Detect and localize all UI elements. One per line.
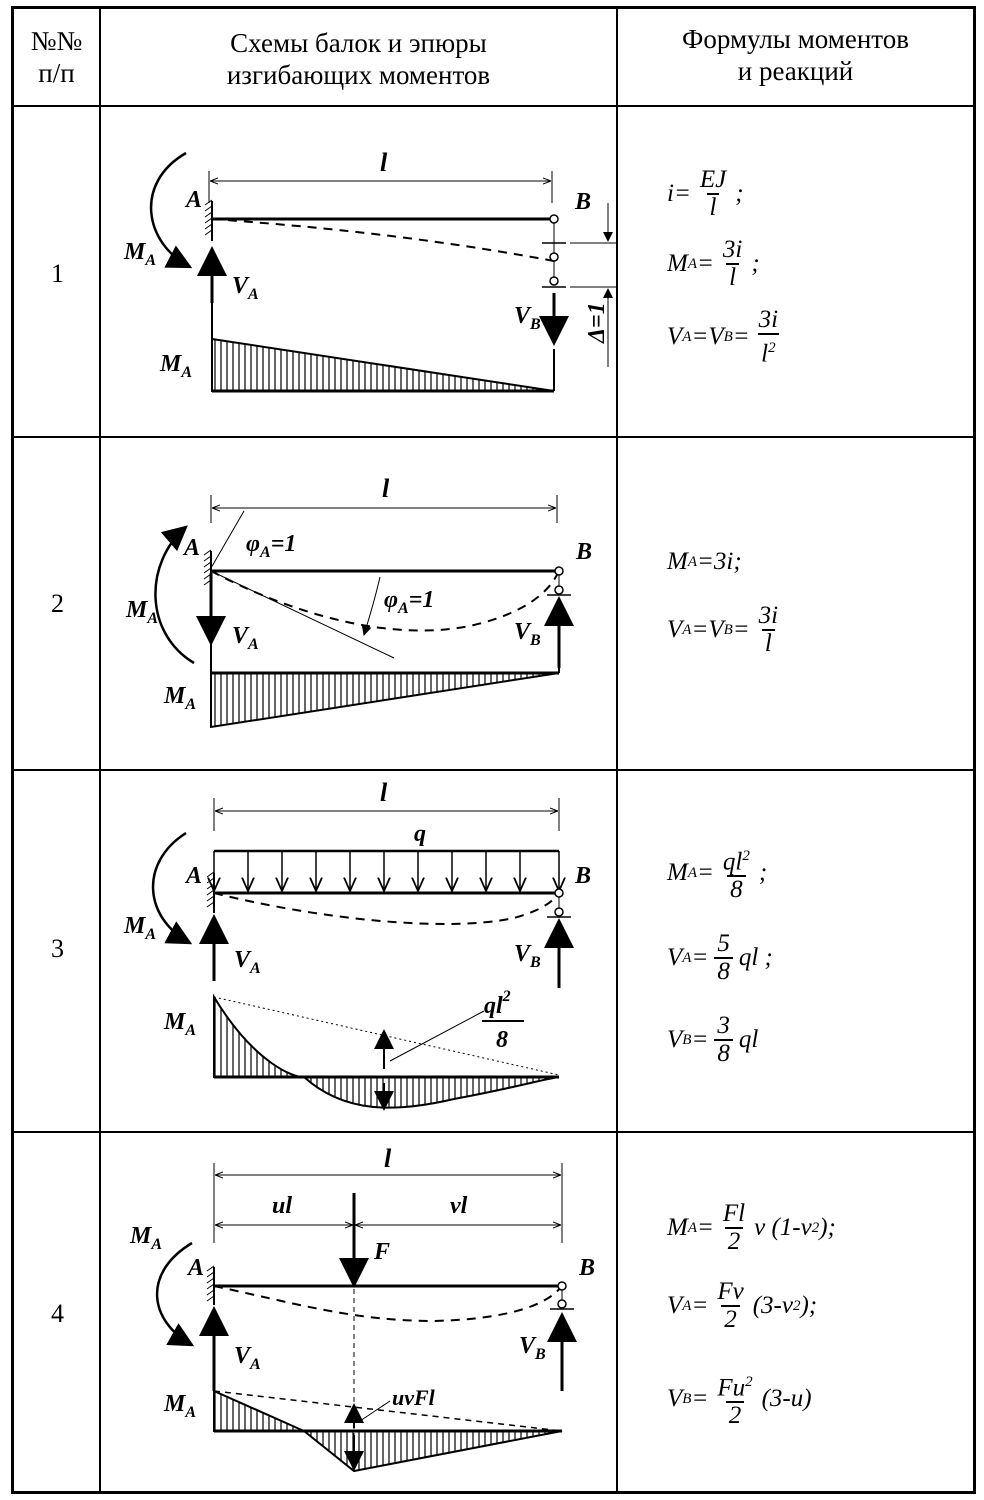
header-formulas: Формулы моментов и реакций: [618, 23, 973, 87]
row-4-vl-label: vl: [450, 1193, 468, 1219]
header-schemes: Схемы балок и эпюры изгибающих моментов: [101, 27, 616, 91]
row-divider-1: [14, 436, 973, 438]
row-3-q-label: q: [414, 821, 426, 847]
row-2-phi-label: φA=1: [384, 587, 434, 617]
row-4-ma-label: MA: [129, 1223, 162, 1253]
row-2-va-label: VA: [232, 623, 259, 653]
row-2-ma-label: MA: [125, 597, 158, 627]
row-number-3: 3: [51, 934, 64, 963]
column-divider-1: [99, 9, 101, 1491]
header-number: №№ п/п: [14, 25, 99, 89]
row-2-diagram-label: MA: [163, 683, 196, 713]
row-4-length-label: l: [384, 1144, 392, 1173]
header-number-line2: п/п: [38, 58, 75, 88]
header-formulas-line2: и реакций: [737, 56, 854, 86]
row-4-label-b: B: [578, 1255, 595, 1281]
row-1-va-label: VA: [232, 273, 259, 303]
header-divider: [14, 105, 973, 107]
row-1-ma-label: MA: [123, 239, 156, 269]
header-schemes-line2: изгибающих моментов: [226, 60, 491, 90]
row-3-length-label: l: [380, 778, 388, 807]
row-2-diagram: l φA=1 A B φA=1 MA VA VB MA: [125, 474, 592, 729]
row-number-1: 1: [51, 259, 64, 288]
row-divider-2: [14, 769, 973, 771]
row-4-label-a: A: [186, 1255, 204, 1281]
row-4-va-label: VA: [234, 1343, 261, 1373]
row-1-delta-label: Δ=1: [584, 302, 610, 344]
row-2-phi-top-label: φA=1: [246, 531, 296, 561]
beam-formula-table: №№ п/п Схемы балок и эпюры изгибающих мо…: [11, 6, 976, 1494]
row-1-diagram-label: MA: [159, 351, 192, 381]
row-2-length-label: l: [382, 474, 390, 503]
row-1-label-b: B: [574, 189, 591, 215]
row-3-label-b: B: [574, 863, 591, 889]
row-4-vb-label: VB: [519, 1333, 546, 1363]
row-3-ma-label: MA: [123, 913, 156, 943]
row-2-label-b: B: [575, 539, 592, 565]
row-3-va-label: VA: [234, 947, 261, 977]
header-formulas-line1: Формулы моментов: [682, 24, 909, 54]
row-3-ql2-num: ql2: [484, 988, 511, 1019]
row-2-vb-label: VB: [514, 619, 541, 649]
row-3-diagram-label: MA: [163, 1009, 196, 1039]
row-4-ul-label: ul: [272, 1193, 292, 1219]
row-4-diagram-label: MA: [163, 1391, 196, 1421]
row-3-vb-label: VB: [514, 941, 541, 971]
row-number-4: 4: [51, 1299, 64, 1328]
row-divider-3: [14, 1131, 973, 1133]
row-1-diagram: l A B Δ=1 MA VA VB: [123, 148, 618, 393]
row-3-label-a: A: [184, 863, 202, 889]
header-number-line1: №№: [30, 26, 83, 56]
column-divider-2: [616, 9, 618, 1491]
row-4-uvfl-label: uvFl: [392, 1385, 436, 1410]
row-1-label-a: A: [184, 187, 202, 213]
header-schemes-line1: Схемы балок и эпюры: [230, 28, 487, 58]
row-2-label-a: A: [182, 535, 200, 561]
row-number-2: 2: [51, 589, 64, 618]
row-1-vb-label: VB: [514, 303, 541, 333]
row-4-diagram: l ul vl F A B MA VA VB: [129, 1144, 595, 1473]
row-3-ql2-den: 8: [496, 1027, 508, 1053]
row-4-f-label: F: [373, 1239, 390, 1265]
row-3-diagram: l q A B MA: [123, 778, 591, 1111]
row-1-length-label: l: [380, 148, 388, 177]
